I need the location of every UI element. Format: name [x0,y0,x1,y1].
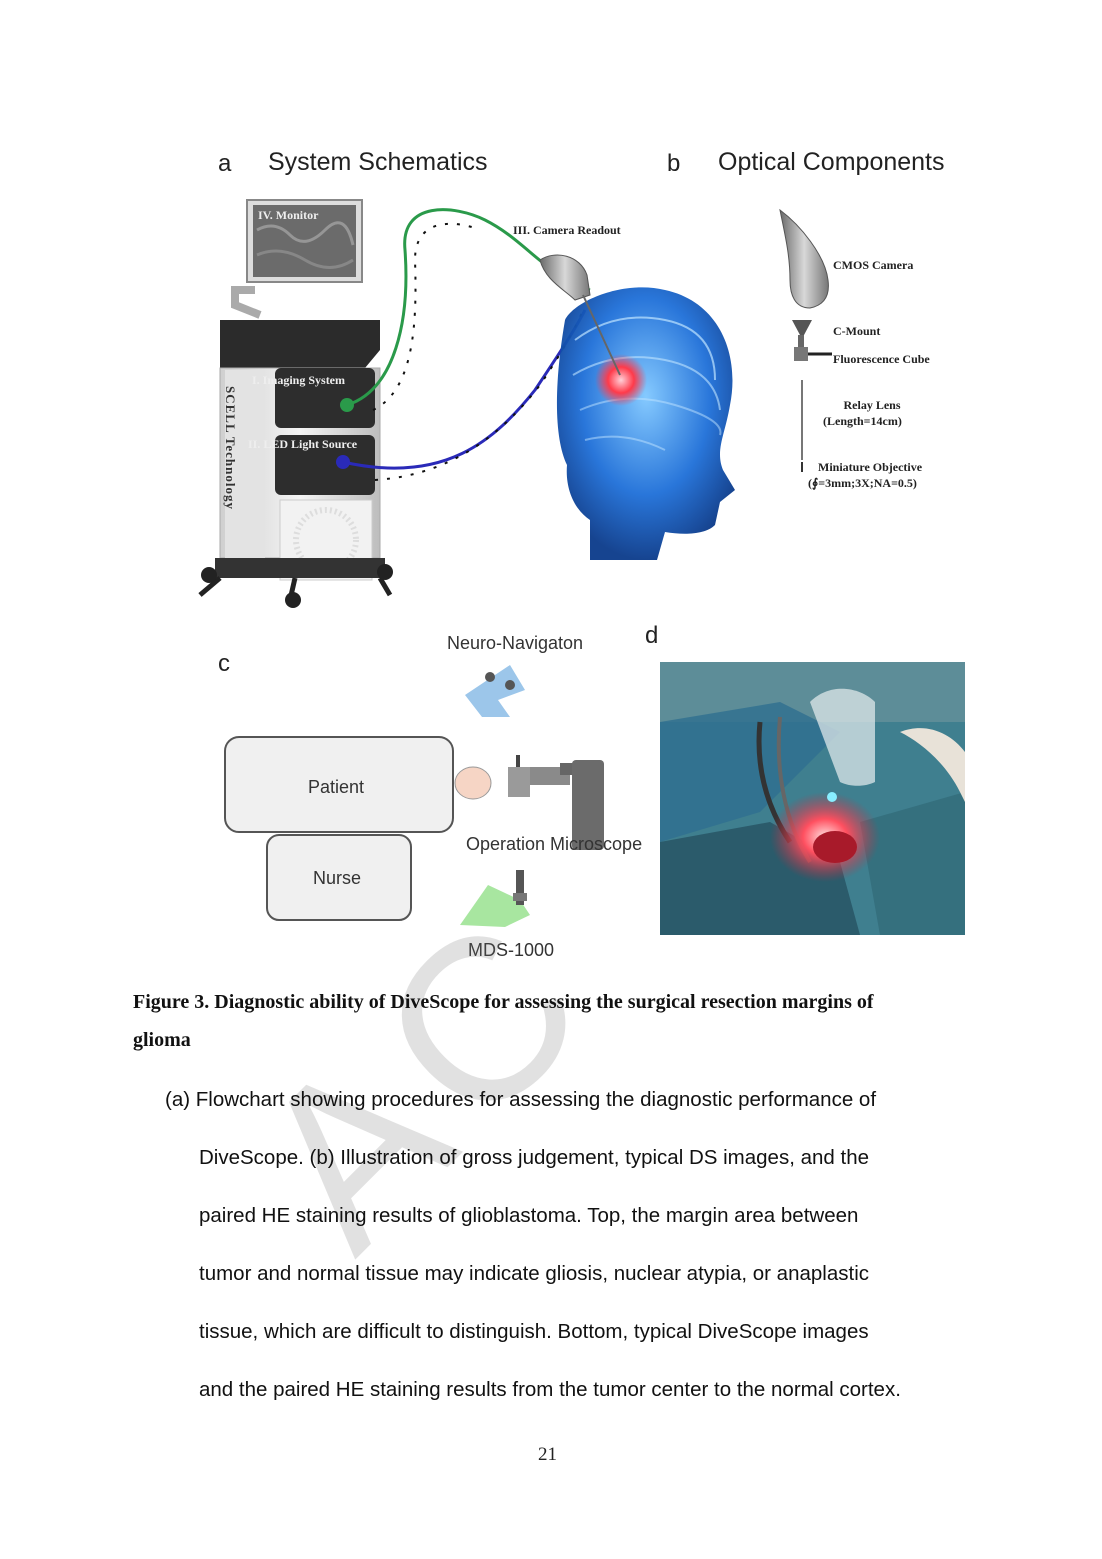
neuro-navigation-label: Neuro-Navigaton [447,633,584,653]
panel-a-letter: a [218,150,232,177]
panel-c-letter: c [218,650,230,677]
figure-caption-title-line-2: glioma [133,1029,191,1051]
mds-1000-icon [460,870,530,927]
cart-icon [198,320,393,608]
caption-line-1: (a) Flowchart showing procedures for ass… [165,1088,877,1111]
miniature-objective-label: Miniature Objective [818,460,923,474]
panel-b-letter: b [667,150,681,177]
panel-b-title: Optical Components [718,148,945,176]
led-light-source-label: II. LED Light Source [248,437,358,451]
patient-box [224,736,454,833]
caption-line-4: tumor and normal tissue may indicate gli… [199,1262,869,1285]
caption-line-3: paired HE staining results of glioblasto… [199,1204,859,1227]
brand-label: SCELL Technology [223,385,239,511]
imaging-system-label: I. Imaging System [252,373,346,387]
relay-lens-length: (Length=14cm) [823,414,902,428]
nurse-box [266,834,412,921]
figure-caption-title-line-1: Figure 3. Diagnostic ability of DiveScop… [133,991,874,1013]
panel-a-title: System Schematics [268,148,488,176]
operation-microscope-label: Operation Microscope [466,834,643,854]
monitor-icon [231,199,363,319]
c-mount-label: C-Mount [833,324,881,338]
camera-readout-label: III. Camera Readout [513,223,621,237]
camera-scope-icon [539,254,621,376]
monitor-label: IV. Monitor [258,208,319,222]
surgery-photo [660,662,965,935]
caption-line-6: and the paired HE staining results from … [199,1378,901,1401]
nurse-label: Nurse [313,868,362,888]
caption-line-2: DiveScope. (b) Illustration of gross jud… [199,1146,869,1169]
patient-label: Patient [308,777,365,797]
caption-line-5: tissue, which are difficult to distingui… [199,1320,869,1343]
fluorescence-cube-label: Fluorescence Cube [833,352,930,366]
relay-lens-label: Relay Lens [843,398,901,412]
page-number: 21 [538,1444,557,1465]
figure-caption-title: Figure 3. Diagnostic ability of DiveScop… [133,983,983,1059]
operation-microscope-icon [508,755,604,850]
panel-d-letter: d [645,622,659,649]
system-schematic-illustration [198,199,735,608]
operating-room-layout-diagram [224,665,604,927]
neuro-navigation-icon [465,665,525,717]
patient-head-icon [454,766,492,800]
optical-components-illustration [779,208,832,472]
brain-head-icon [556,287,735,560]
mds-1000-label: MDS-1000 [468,940,555,960]
cmos-camera-label: CMOS Camera [833,258,914,272]
miniature-objective-spec: (∮=3mm;3X;NA=0.5) [808,476,917,490]
